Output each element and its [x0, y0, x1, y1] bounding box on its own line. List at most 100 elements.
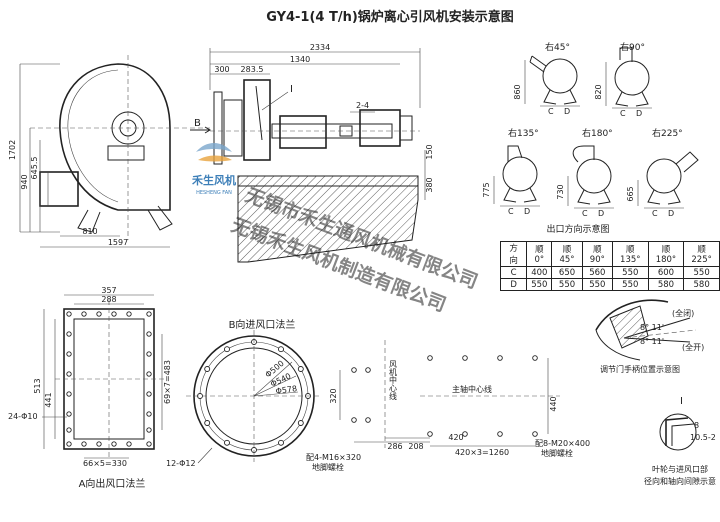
left-bolts-name: 地脚螺栓 [312, 462, 344, 472]
foundation-layout: 风机中心线 主轴中心线 320 440 286 208 420 420×3=12… [306, 340, 590, 472]
spec-cell: 550 [526, 278, 553, 291]
damper-angle-1: 8° 11' [640, 323, 664, 332]
dim-height-645: 645.5 [30, 157, 39, 180]
spec-row-d: D 550 550 550 550 580 580 [499, 278, 720, 291]
foundation-bolts-left [351, 367, 371, 423]
watermark-logo: 禾生风机 HESHENG FAN [192, 143, 236, 196]
outlet-c-45: C [548, 107, 554, 116]
outlet-d-45: D [564, 107, 570, 116]
fan-side-view: 1702 940 645.5 810 1597 B [8, 55, 211, 248]
outlet-angle-180: 右180° [582, 127, 613, 139]
drawing-title: GY4-1(4 T/h)锅炉离心引风机安装示意图 [266, 9, 514, 25]
foundation-dim-1260: 420×3=1260 [455, 448, 509, 457]
spec-header-cell: 顺135° [611, 241, 649, 267]
damper-angle-2: 8° 11' [640, 337, 664, 346]
outlet-c-90: C [620, 109, 626, 118]
foundation-dim-208: 208 [408, 442, 423, 451]
outlet-view-45: 右45° 860 C D [513, 41, 580, 116]
flange-a-width-288: 288 [101, 295, 116, 304]
outlet-view-90: 右90° 820 C D [594, 41, 652, 118]
outlet-d-180: D [598, 209, 604, 218]
damper-caption: 调节门手柄位置示意图 [600, 364, 680, 374]
dim-283: 283.5 [241, 65, 264, 74]
spec-header-cell: 顺45° [551, 241, 583, 267]
outlet-height-45: 860 [513, 84, 522, 99]
right-bolts-name: 地脚螺栓 [541, 448, 573, 458]
spec-header-cell: 顺90° [581, 241, 613, 267]
flange-a-bolt-row: 69×7=483 [163, 360, 172, 404]
dim-height-1702: 1702 [8, 140, 17, 160]
foundation-block: 380 150 [237, 144, 434, 263]
watermark-logo-text: 禾生风机 [192, 173, 236, 187]
dim-2334: 2334 [310, 43, 330, 52]
dim-300: 300 [214, 65, 229, 74]
outlet-d-135: D [524, 207, 530, 216]
dim-150: 150 [425, 144, 434, 159]
spec-cell: 580 [647, 278, 685, 291]
outlet-spec-table: 方 向 顺0° 顺45° 顺90° 顺135° 顺180° 顺225° C 40… [499, 241, 720, 291]
left-bolts-spec: 配4-M16×320 [306, 453, 361, 462]
outlet-height-90: 820 [594, 84, 603, 99]
outlet-c-135: C [508, 207, 514, 216]
outlet-angle-135: 右135° [508, 127, 539, 139]
watermark-logo-sub: HESHENG FAN [196, 190, 232, 196]
spec-cell: 550 [611, 278, 649, 291]
outlet-angle-90: 右90° [620, 41, 645, 53]
outlet-angle-45: 右45° [545, 41, 570, 53]
dim-380: 380 [425, 177, 434, 192]
shaft-center-label: 主轴中心线 [452, 384, 492, 394]
foundation-dim-440: 440 [549, 396, 558, 411]
outlet-c-180: C [582, 209, 588, 218]
flange-a-holes-24: 24-Φ10 [8, 412, 38, 421]
damper-handle-diagram: (全闭) (全开) 8° 11' 8° 11' 调节门手柄位置示意图 [595, 299, 704, 374]
spec-cell: 550 [551, 278, 583, 291]
outlet-direction-views: 右45° 860 C D 右90° 820 C D 右135° [482, 41, 699, 235]
damper-open-label: (全开) [682, 342, 704, 352]
detail-i-label: I [290, 84, 293, 95]
dim-1340: 1340 [290, 55, 310, 64]
foundation-dim-420: 420 [448, 433, 463, 442]
inlet-flange-bolts [197, 339, 311, 453]
spec-cell: D [499, 278, 528, 291]
detail-caption-1: 叶轮与进风口部 [652, 464, 708, 474]
spec-cell: 550 [683, 266, 720, 279]
detail-label: I [680, 396, 683, 407]
detail-dim-8: 8 [694, 421, 699, 430]
inlet-dia-578: Φ578 [275, 384, 298, 396]
foundation-bolts-right [427, 355, 538, 437]
outlet-flange-bolts [66, 311, 152, 447]
damper-closed-label: (全闭) [672, 308, 694, 318]
flange-a-height-441: 441 [44, 392, 53, 407]
dim-height-940: 940 [20, 174, 29, 189]
spec-header-cell: 方 向 [499, 241, 528, 267]
top-dimensions: 2334 1340 300 283.5 2-4 [209, 43, 421, 113]
outlet-angle-225: 右225° [652, 127, 683, 139]
outlet-flange-a: 357 288 513 441 69×7=483 66×5=330 24-Φ10… [8, 286, 172, 490]
outlet-d-225: D [668, 209, 674, 218]
spec-cell: 400 [526, 266, 553, 279]
right-bolts-spec: 配8-M20×400 [535, 439, 590, 448]
foundation-dim-320: 320 [329, 388, 338, 403]
flange-a-height-513: 513 [33, 378, 42, 393]
spec-cell: 650 [551, 266, 583, 279]
spec-cell: 600 [647, 266, 685, 279]
spec-cell: C [499, 266, 528, 279]
outlet-view-225: 右225° 665 C D [626, 127, 699, 218]
dim-2-4: 2-4 [356, 101, 369, 110]
spec-cell: 560 [581, 266, 613, 279]
spec-header-cell: 顺225° [683, 241, 720, 267]
outlet-d-90: D [636, 109, 642, 118]
outlet-view-135: 右135° 775 C D [482, 127, 540, 216]
section-b-label: B [194, 118, 201, 129]
dim-width-1597: 1597 [108, 238, 128, 247]
foundation-dim-286: 286 [387, 442, 402, 451]
inlet-flange-b: B向进风口法兰 Φ500 Φ540 Φ578 12-Φ12 [166, 318, 322, 468]
outlet-view-180: 右180° 730 C D [556, 127, 614, 218]
outlet-height-225: 665 [626, 186, 635, 201]
inlet-flange-title: B向进风口法兰 [229, 318, 296, 331]
inlet-holes-12: 12-Φ12 [166, 459, 196, 468]
spec-header-cell: 顺0° [526, 241, 553, 267]
shaft-assembly: I [210, 79, 420, 165]
spec-cell: 550 [581, 278, 613, 291]
